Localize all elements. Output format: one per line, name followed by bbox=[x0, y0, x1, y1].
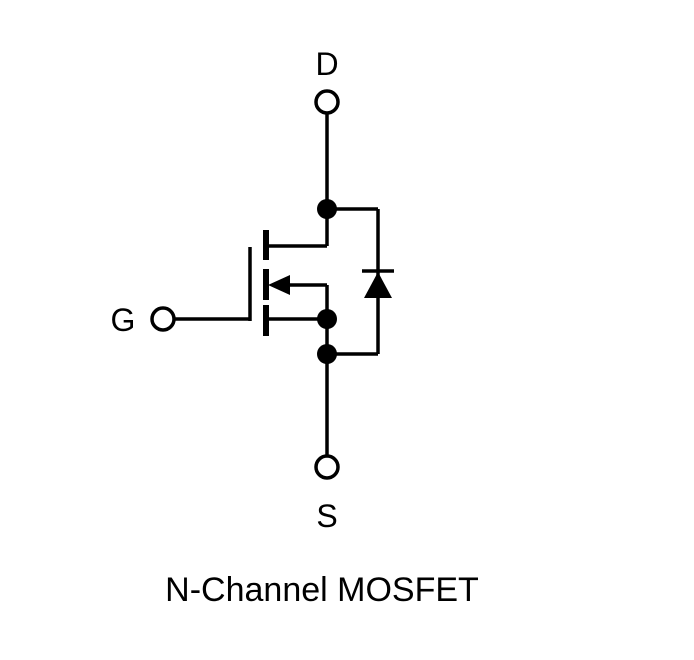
drain-label: D bbox=[315, 46, 338, 82]
body-diode-triangle bbox=[364, 272, 392, 298]
source-label: S bbox=[316, 498, 337, 534]
source-body-junction-node bbox=[317, 309, 337, 329]
diagram-caption: N-Channel MOSFET bbox=[165, 571, 479, 609]
drain-terminal bbox=[314, 89, 340, 115]
drain-junction-node bbox=[317, 199, 337, 219]
gate-terminal bbox=[150, 306, 176, 332]
source-terminal bbox=[314, 454, 340, 480]
body-arrow bbox=[268, 275, 290, 295]
gate-label: G bbox=[111, 302, 136, 338]
source-diode-junction-node bbox=[317, 344, 337, 364]
